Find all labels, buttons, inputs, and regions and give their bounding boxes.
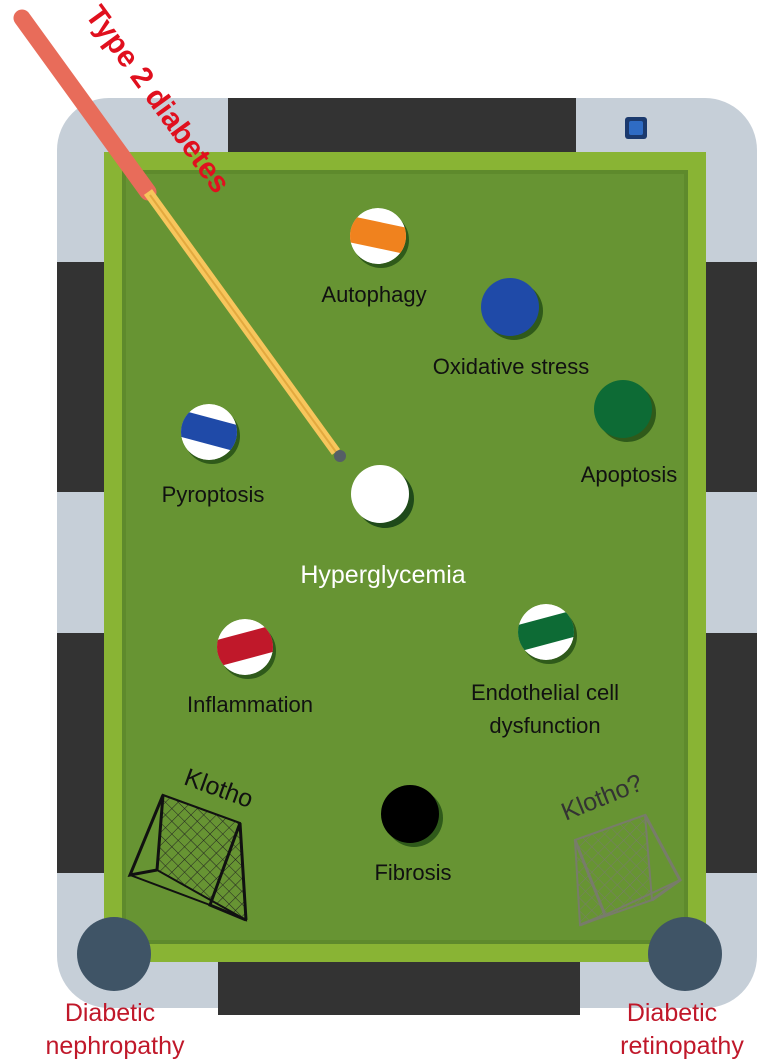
label-pyroptosis: Pyroptosis <box>162 482 265 507</box>
label-apoptosis: Apoptosis <box>581 462 678 487</box>
pocket-left <box>77 917 151 991</box>
pocket-left-label-line1: Diabetic <box>65 999 155 1027</box>
pocket-right-label-line1: Diabetic <box>627 999 717 1027</box>
bottom-band <box>218 955 580 1015</box>
label-autophagy: Autophagy <box>321 282 426 307</box>
pocket-right-label-line2: retinopathy <box>620 1032 744 1060</box>
label-hyperglycemia: Hyperglycemia <box>300 561 465 589</box>
right-band-upper <box>700 262 757 492</box>
pocket-right <box>648 917 722 991</box>
label-fibrosis: Fibrosis <box>374 860 451 885</box>
right-band-lower <box>700 633 757 873</box>
label-inflammation: Inflammation <box>187 692 313 717</box>
label-oxidative-stress: Oxidative stress <box>433 354 590 379</box>
left-band-lower <box>57 633 109 873</box>
top-band <box>228 98 576 154</box>
label-endothelial-line2: dysfunction <box>489 713 600 738</box>
pocket-left-label-line2: nephropathy <box>45 1032 185 1060</box>
left-band-upper <box>57 262 109 492</box>
label-endothelial-line1: Endothelial cell <box>471 680 619 705</box>
